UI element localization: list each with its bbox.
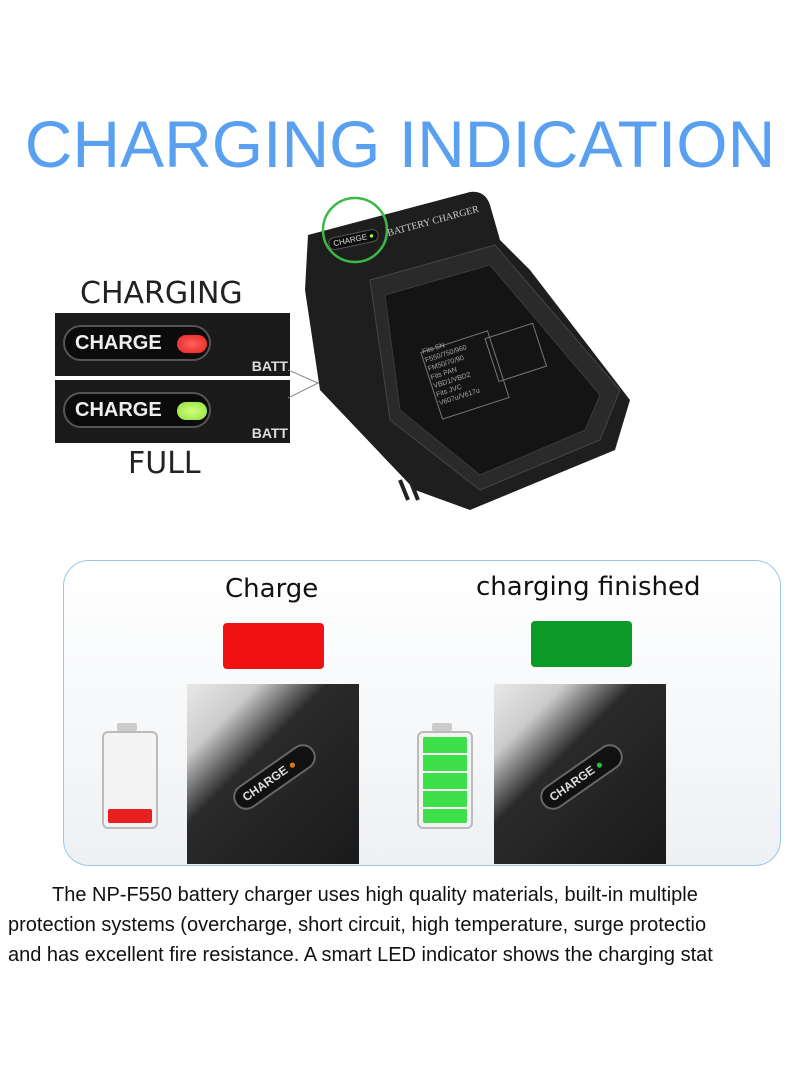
finished-photo: CHARGE ● <box>494 684 666 864</box>
charge-pill: CHARGE ● <box>535 739 628 815</box>
green-led-icon: ● <box>368 230 375 241</box>
charging-photo: CHARGE ● <box>187 684 359 864</box>
batt-text: BATT <box>251 358 288 374</box>
batt-text: BATT <box>251 425 288 441</box>
led-closeup-charging: CHARGE BATT <box>55 313 290 376</box>
description-text: The NP-F550 battery charger uses high qu… <box>8 880 792 970</box>
description-line: and has excellent fire resistance. A sma… <box>8 944 713 966</box>
green-led-icon: ● <box>592 756 607 773</box>
charge-pill: CHARGE <box>63 325 211 361</box>
description-line: The NP-F550 battery charger uses high qu… <box>52 884 698 906</box>
page-title: CHARGING INDICATION <box>24 107 776 181</box>
status-title-finished: charging finished <box>476 572 701 602</box>
orange-led-icon: ● <box>285 756 300 773</box>
battery-cap <box>432 723 452 731</box>
full-label: FULL <box>128 446 201 481</box>
red-swatch <box>223 623 324 669</box>
red-led-icon <box>177 335 207 353</box>
charge-pill: CHARGE <box>63 392 211 428</box>
low-battery-icon <box>102 731 158 829</box>
pill-text: CHARGE <box>239 762 291 805</box>
full-battery-icon <box>417 731 473 829</box>
charging-label: CHARGING <box>80 276 243 311</box>
green-led-icon <box>177 402 207 420</box>
pill-text: CHARGE <box>75 399 162 421</box>
status-title-charge: Charge <box>225 574 319 604</box>
charge-pill: CHARGE ● <box>228 739 321 815</box>
pill-text: CHARGE <box>75 332 162 354</box>
pill-text: CHARGE <box>546 762 598 805</box>
battery-cap <box>117 723 137 731</box>
green-swatch <box>531 621 632 667</box>
description-line: protection systems (overcharge, short ci… <box>8 914 707 936</box>
led-closeup-full: CHARGE BATT <box>55 380 290 443</box>
